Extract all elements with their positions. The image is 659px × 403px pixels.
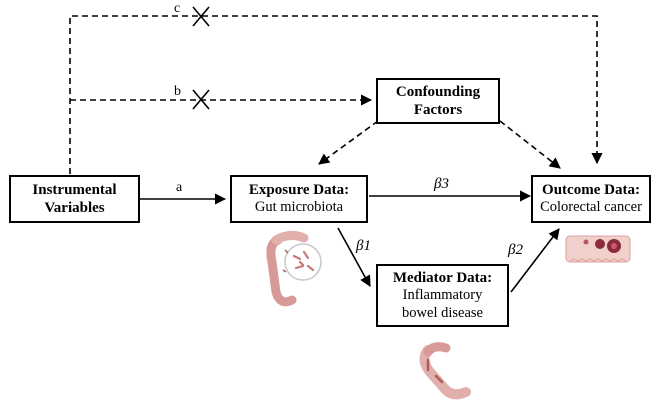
confounder-to-exposure-line: [318, 120, 379, 165]
instrumental-line1: Instrumental: [32, 182, 117, 198]
inflamed-colon-illustration-icon: [419, 342, 471, 400]
mediator-data-box: Mediator Data: Inflammatory bowel diseas…: [376, 264, 509, 327]
confounding-line1: Confounding: [395, 84, 481, 100]
outcome-data-box: Outcome Data: Colorectal cancer: [531, 175, 651, 223]
confounder-to-outcome-line: [499, 120, 561, 169]
exposure-data-box: Exposure Data: Gut microbiota: [230, 175, 368, 223]
instrumental-line2: Variables: [44, 200, 105, 216]
mediator-line3: bowel disease: [402, 304, 483, 321]
path-c-line: [69, 15, 603, 174]
beta3-label: β3: [434, 176, 449, 192]
beta1-arrow: [337, 227, 371, 287]
path-c-label: c: [174, 1, 181, 16]
beta2-label: β2: [508, 242, 523, 258]
path-a-label: a: [176, 180, 183, 195]
mediator-title: Mediator Data:: [392, 270, 493, 287]
path-b-label: b: [174, 84, 181, 99]
beta2-arrow: [510, 228, 560, 293]
mediator-line2: Inflammatory: [402, 287, 483, 304]
confounding-factors-box: Confounding Factors: [376, 78, 500, 124]
gut-microbiota-illustration-icon: [266, 230, 322, 307]
confounding-line2: Factors: [413, 102, 463, 118]
outcome-subtitle: Colorectal cancer: [540, 199, 642, 216]
exposure-subtitle: Gut microbiota: [254, 199, 344, 216]
beta1-label: β1: [356, 238, 371, 254]
cross-mark-icon: [192, 6, 210, 27]
exposure-title: Exposure Data:: [248, 182, 350, 199]
outcome-title: Outcome Data:: [542, 182, 640, 199]
colorectal-cancer-illustration-icon: [565, 235, 631, 263]
instrumental-variables-box: Instrumental Variables: [9, 175, 140, 223]
cross-mark-icon: [192, 89, 210, 110]
